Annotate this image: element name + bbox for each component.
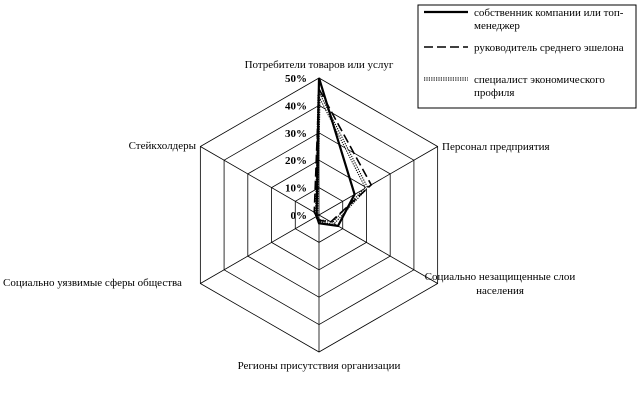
series-2-hatched (315, 93, 369, 225)
axis-label-4: Социально уязвимые сферы общества (3, 277, 182, 289)
axis-label-1: Персонал предприятия (442, 141, 550, 153)
tick-label-3: 30% (285, 128, 307, 140)
legend-box (417, 4, 637, 109)
legend-label-1: руководитель среднего эшелона (474, 42, 624, 54)
series-line-2 (315, 93, 369, 225)
axis-label-3: Регионы присутствия организации (238, 360, 401, 372)
spoke-1 (318, 146, 438, 216)
axis-label-5: Стейкхолдеры (129, 140, 197, 152)
tick-label-2: 20% (285, 155, 307, 167)
tick-labels: 0% 10% 20% 30% 40% 50% (285, 73, 307, 222)
series-layer (313, 77, 373, 228)
tick-label-5: 50% (285, 73, 307, 85)
legend-label-0: собственник компании или топ-менеджер (474, 7, 624, 32)
tick-label-1: 10% (285, 183, 307, 195)
series-line-0 (315, 77, 356, 228)
spoke-5 (200, 146, 320, 216)
spoke-4 (200, 214, 320, 284)
series-line-2-inner (316, 94, 368, 224)
axis-label-0: Потребители товаров или услуг (245, 59, 394, 71)
legend: собственник компании или топ-менеджер рук… (417, 4, 637, 109)
tick-label-0: 0% (291, 210, 308, 222)
tick-label-4: 40% (285, 100, 307, 112)
series-0-solid (315, 77, 356, 228)
